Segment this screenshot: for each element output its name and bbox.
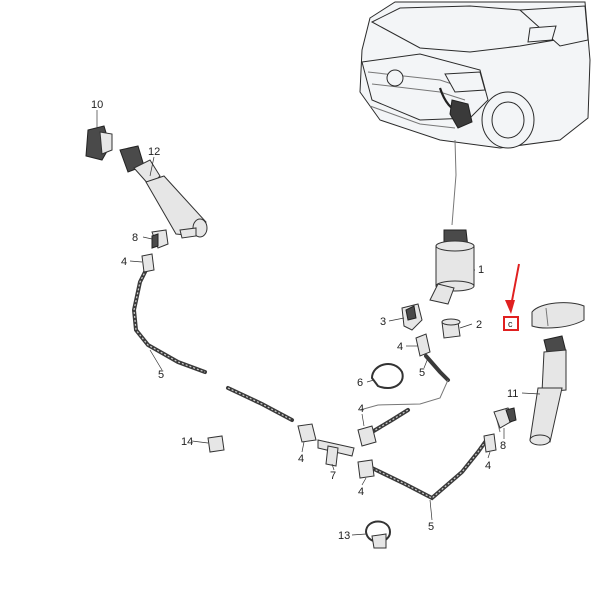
callout-8-left: 8 [132,232,138,244]
callout-10: 10 [91,99,103,111]
part-14-clip [207,435,225,453]
callout-4-left: 4 [121,256,127,268]
callout-12: 12 [148,146,160,158]
callout-1: 1 [478,264,484,276]
part-8-elbow-left [151,229,169,249]
part-2-grommet [441,318,461,339]
callout-7: 7 [330,470,336,482]
part-3-elbow [401,303,423,331]
callout-5-lower: 5 [428,521,434,533]
part-4-connectors [141,253,497,479]
callout-5-pump: 5 [419,367,425,379]
callout-3: 3 [380,316,386,328]
part-10-cover [85,125,113,161]
callout-labels: 10 12 8 4 5 1 2 3 4 5 6 4 14 4 7 4 4 8 1… [91,99,518,542]
callout-8-right: 8 [500,440,506,452]
hose-lines [131,139,501,501]
callout-6: 6 [357,377,363,389]
part-7-t-piece [317,439,355,467]
callout-4-upper: 4 [358,403,364,415]
callout-5-left: 5 [158,369,164,381]
callout-4-lower: 4 [358,486,364,498]
vehicle-illustration [359,1,591,149]
washer-cap-right [531,302,585,329]
callout-4-right: 4 [485,460,491,472]
callout-2: 2 [476,319,482,331]
svg-text:c: c [508,319,513,329]
highlight-marker: c [503,263,520,331]
part-1-washer-pump [429,229,475,305]
part-11-washer-cylinder [529,335,567,446]
part-13-clamp [364,520,392,549]
callout-4-mid: 4 [298,453,304,465]
callout-14: 14 [181,436,193,448]
callout-4-pump: 4 [397,341,403,353]
part-12-washer-cylinder [119,145,208,239]
leader-lines [96,110,541,536]
part-6-clip [370,363,404,390]
callout-11: 11 [507,388,518,400]
part-8-elbow-right [493,407,517,429]
callout-13: 13 [338,530,350,542]
